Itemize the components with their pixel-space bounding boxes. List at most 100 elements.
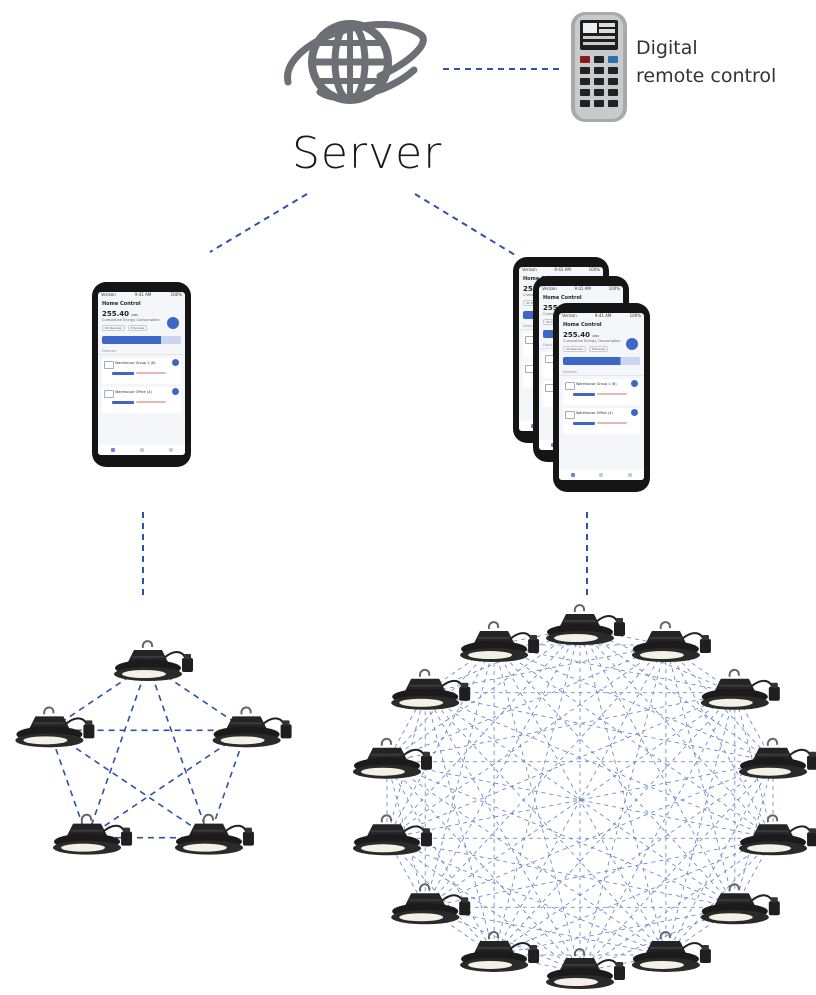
lamp-large-12 — [351, 737, 433, 780]
app-title: Home Control — [102, 301, 141, 307]
mesh-link — [386, 644, 495, 839]
app-title: Home Control — [543, 295, 582, 301]
mesh-link — [665, 644, 774, 762]
battery-text: 100% — [629, 313, 641, 318]
energy-unit: kWh — [592, 334, 600, 338]
mesh-link — [424, 692, 495, 956]
mesh-link — [424, 644, 495, 694]
mesh-link — [579, 837, 774, 973]
mesh-link — [424, 644, 667, 908]
home-tab-icon — [571, 473, 576, 477]
energy-value: 255.40 kWh — [102, 310, 139, 318]
mesh-link — [424, 627, 581, 908]
color-temp-slider — [136, 372, 166, 374]
mesh-link — [665, 692, 736, 956]
mesh-link — [665, 644, 736, 908]
device-icon — [104, 390, 114, 398]
lamp-large-1 — [545, 604, 626, 646]
lamp-small-1 — [113, 640, 194, 682]
lamp-large-14 — [459, 621, 541, 664]
mesh-link — [493, 837, 774, 956]
battery-text: 100% — [170, 292, 182, 297]
small-mesh-lines — [48, 663, 248, 839]
device-card: Warehouse Office (4) — [102, 387, 181, 413]
remote-label-line2: remote control — [636, 65, 777, 87]
mesh-link — [425, 906, 666, 956]
mesh-link — [386, 644, 667, 839]
device-card: Warehouse Group 1 (8) — [102, 358, 181, 384]
energy-subtitle: Cumulative Energy Consumption — [563, 339, 621, 343]
mesh-link — [386, 761, 774, 839]
lamp-small-3 — [173, 813, 255, 856]
remote-control-icon — [571, 12, 627, 122]
mesh-link — [386, 761, 735, 908]
mesh-link — [386, 692, 735, 839]
mesh-link — [494, 644, 735, 694]
mesh-link — [386, 761, 774, 839]
mesh-link — [665, 644, 774, 839]
mesh-link — [424, 692, 667, 956]
lamp-large-5 — [738, 814, 816, 857]
scenes-tab-icon — [139, 448, 144, 452]
summary-chip: 8 Scenes — [588, 346, 609, 352]
mesh-link — [425, 761, 774, 908]
device-icon — [565, 382, 575, 390]
energy-value: 255.40 kWh — [563, 331, 600, 339]
mesh-link — [424, 906, 495, 956]
mesh-link — [86, 663, 149, 838]
lamp-large-4 — [738, 737, 816, 780]
mesh-link — [425, 837, 774, 908]
server-label: Server — [292, 128, 443, 179]
device-icon — [565, 411, 575, 419]
mesh-link — [493, 644, 667, 956]
bottom-nav — [559, 470, 644, 480]
brightness-slider — [573, 422, 595, 425]
mesh-link — [386, 837, 735, 908]
brightness-slider — [112, 372, 134, 375]
power-bar — [102, 336, 181, 344]
energy-unit: kWh — [131, 313, 139, 317]
devices-section-header: Devices — [98, 344, 185, 355]
settings-tab-icon — [168, 448, 173, 452]
mesh-link — [665, 906, 736, 956]
mesh-link — [424, 644, 495, 908]
device-card: Warehouse Office (4) — [563, 408, 640, 434]
summary-chip: 8 Scenes — [127, 325, 148, 331]
mesh-link — [424, 692, 736, 908]
mesh-link — [386, 644, 667, 763]
device-toggle — [172, 359, 179, 366]
devices-section-header: Devices — [559, 365, 644, 376]
battery-text: 100% — [608, 286, 620, 291]
mesh-link — [208, 730, 248, 838]
device-icon — [104, 361, 114, 369]
mesh-link — [48, 663, 149, 731]
summary-chip: 32 Devices — [563, 346, 586, 352]
scenes-tab-icon — [599, 473, 604, 477]
mesh-link — [425, 692, 774, 839]
mesh-link — [579, 692, 736, 973]
mesh-link — [493, 761, 774, 956]
mesh-link — [424, 692, 581, 973]
mesh-link — [147, 663, 248, 731]
summary-chip: 32 Devices — [102, 325, 125, 331]
mesh-link — [386, 692, 735, 763]
mesh-link — [494, 906, 735, 956]
mesh-link — [665, 838, 774, 956]
globe-icon — [284, 20, 427, 104]
mesh-link — [386, 761, 667, 956]
mesh-link — [493, 644, 581, 973]
mesh-link — [386, 761, 426, 908]
mesh-link — [493, 644, 736, 908]
clock-text: 9:41 AM — [134, 292, 152, 297]
mesh-link — [86, 729, 248, 839]
mesh-link — [665, 644, 736, 694]
lamp-small-2 — [211, 706, 293, 749]
mesh-link — [386, 644, 495, 762]
bottom-nav — [98, 445, 185, 455]
carrier-text: Verizon — [542, 286, 557, 291]
